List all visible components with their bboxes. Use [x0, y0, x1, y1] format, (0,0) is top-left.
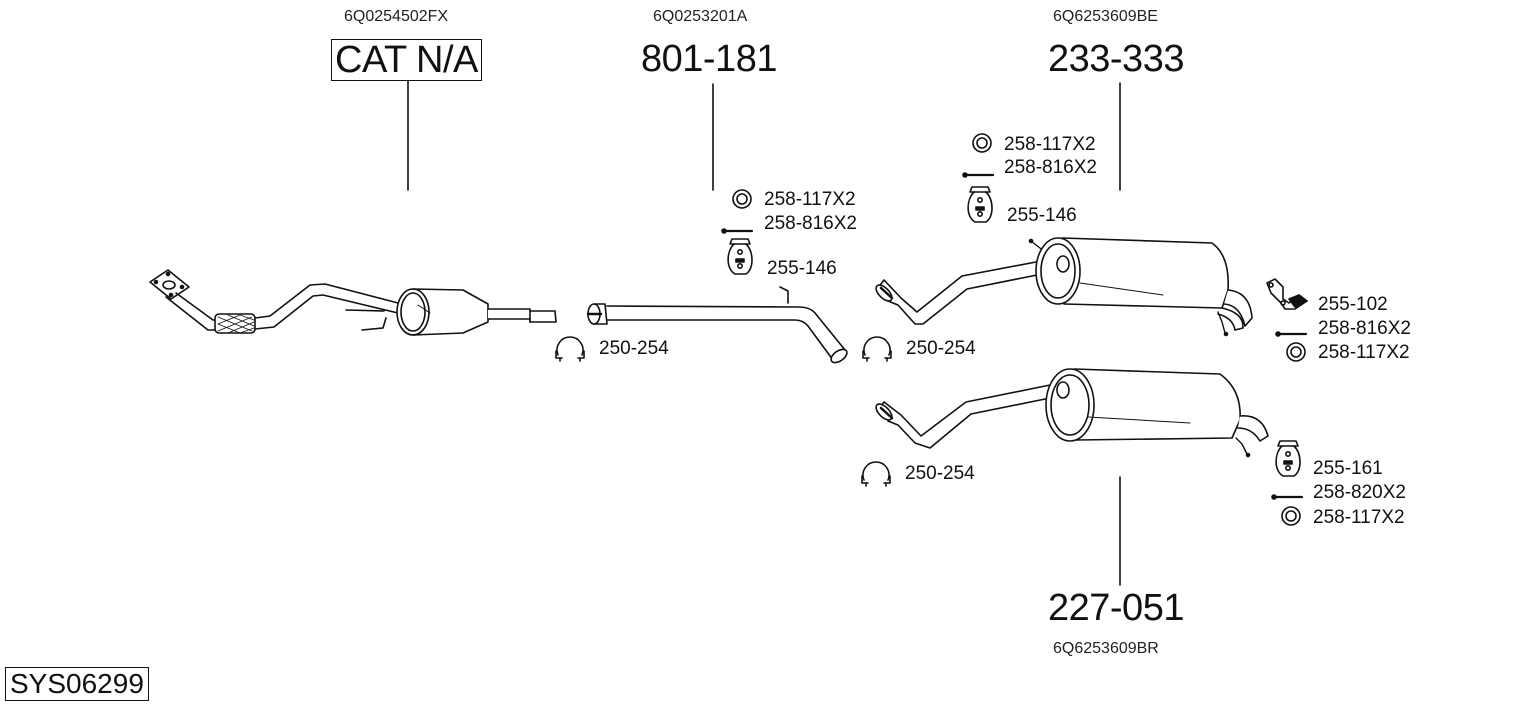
- rear-silencer-upper-drawing[interactable]: [873, 238, 1252, 336]
- clamp-icon[interactable]: [863, 337, 891, 361]
- rubber-hanger-icon[interactable]: [968, 187, 992, 222]
- flex-pipe-icon: [215, 314, 255, 333]
- accessory-label[interactable]: 255-146: [767, 258, 837, 279]
- part-number-rear-silencer-upper[interactable]: 233-333: [1048, 38, 1184, 80]
- washer-icon[interactable]: [973, 134, 991, 152]
- accessory-label[interactable]: 255-161: [1313, 458, 1383, 479]
- system-code: SYS06299: [5, 667, 149, 701]
- oe-number-rear-silencer-upper: 6Q6253609BE: [1053, 8, 1158, 25]
- front-pipe-drawing[interactable]: [588, 287, 849, 365]
- catalyst-assembly-drawing[interactable]: [150, 270, 556, 335]
- bolt-icon[interactable]: [722, 229, 752, 233]
- accessory-label[interactable]: 258-117X2: [1313, 507, 1405, 528]
- accessory-label[interactable]: 250-254: [905, 463, 975, 484]
- accessory-label[interactable]: 258-117X2: [764, 189, 856, 210]
- accessory-label[interactable]: 255-102: [1318, 294, 1388, 315]
- accessory-label[interactable]: 258-816X2: [764, 213, 857, 234]
- accessory-label[interactable]: 258-117X2: [1318, 342, 1410, 363]
- oe-number-catalyst: 6Q0254502FX: [344, 8, 449, 25]
- flange-icon: [150, 270, 189, 299]
- bolt-icon[interactable]: [963, 173, 993, 177]
- rubber-hanger-icon[interactable]: [728, 239, 752, 274]
- accessory-label[interactable]: 258-816X2: [1318, 318, 1411, 339]
- accessory-label[interactable]: 258-117X2: [1004, 134, 1096, 155]
- accessory-label[interactable]: 255-146: [1007, 205, 1077, 226]
- part-number-catalyst[interactable]: CAT N/A: [331, 39, 482, 81]
- washer-icon[interactable]: [1282, 507, 1300, 525]
- washer-icon[interactable]: [1287, 343, 1305, 361]
- part-number-front-pipe[interactable]: 801-181: [641, 38, 777, 80]
- oe-number-rear-silencer-lower: 6Q6253609BR: [1053, 640, 1159, 657]
- bolt-icon[interactable]: [1272, 495, 1302, 499]
- accessory-label[interactable]: 250-254: [599, 338, 669, 359]
- bracket-icon[interactable]: [1267, 279, 1307, 309]
- part-number-rear-silencer-lower[interactable]: 227-051: [1048, 587, 1184, 629]
- clamp-icon[interactable]: [556, 337, 584, 361]
- accessory-label[interactable]: 258-816X2: [1004, 157, 1097, 178]
- rear-silencer-lower-drawing[interactable]: [873, 369, 1268, 457]
- clamp-icon[interactable]: [862, 462, 890, 486]
- accessory-label[interactable]: 258-820X2: [1313, 482, 1406, 503]
- bolt-icon[interactable]: [1276, 332, 1306, 336]
- washer-icon[interactable]: [733, 190, 751, 208]
- rubber-hanger-icon[interactable]: [1276, 441, 1300, 476]
- accessory-label[interactable]: 250-254: [906, 338, 976, 359]
- oe-number-front-pipe: 6Q0253201A: [653, 8, 748, 25]
